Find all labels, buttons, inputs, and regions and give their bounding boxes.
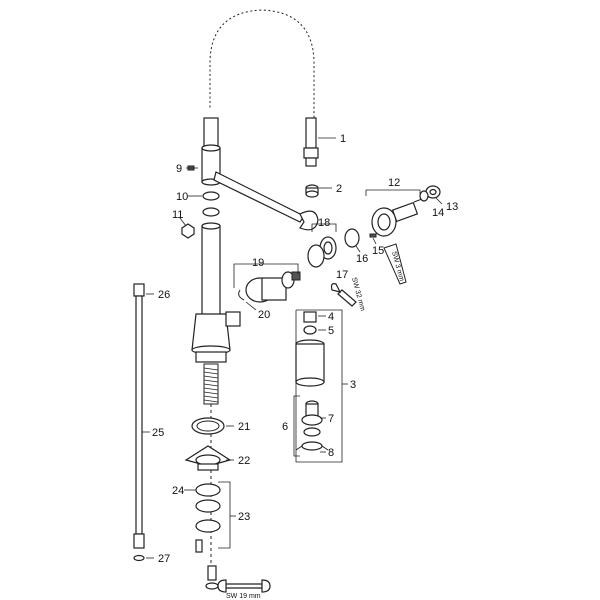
allen-key-sw3 (383, 243, 407, 285)
callout-4: 4 (328, 311, 334, 323)
bracket-19 (233, 263, 299, 288)
callout-12: 12 (388, 177, 400, 189)
ring-14 (419, 190, 429, 202)
callout-20: 20 (258, 309, 270, 321)
callout-8: 8 (328, 447, 334, 459)
stud-left (195, 539, 203, 553)
callout-10: 10 (176, 191, 188, 203)
callout-7: 7 (328, 413, 334, 425)
leader-16 (355, 245, 361, 253)
leader-20 (245, 301, 257, 311)
callout-6: 6 (282, 421, 288, 433)
main-spout-tube (201, 222, 221, 317)
clip-20 (238, 289, 245, 301)
callout-14: 14 (432, 207, 444, 219)
callout-9: 9 (176, 163, 182, 175)
bracket-23 (218, 481, 231, 549)
tool-label-sw19: SW 19 mm (226, 593, 261, 600)
callout-5: 5 (328, 325, 334, 337)
leader-15 (372, 237, 377, 245)
spray-head (295, 339, 325, 387)
nut-bottom (205, 582, 219, 590)
ring-16 (344, 228, 360, 248)
washers-23 (195, 483, 221, 533)
threaded-shank (203, 363, 219, 580)
supply-hose-25 (133, 283, 145, 549)
callout-18: 18 (318, 217, 330, 229)
callout-11: 11 (172, 209, 183, 221)
plate-22 (184, 445, 232, 471)
cartridge-19 (245, 271, 301, 303)
leader-11 (179, 217, 187, 227)
callout-1: 1 (340, 133, 346, 145)
callout-21: 21 (238, 421, 250, 433)
callout-13: 13 (446, 201, 458, 213)
tool-label-sw32: SW 32 mm (350, 277, 366, 312)
seal-27 (133, 554, 145, 562)
callout-23: 23 (238, 511, 250, 523)
callout-22: 22 (238, 455, 250, 467)
callout-16: 16 (356, 253, 368, 265)
bracket-12 (365, 189, 421, 196)
callout-17: 17 (336, 269, 348, 281)
part-8 (295, 427, 329, 451)
pin-15 (369, 233, 377, 238)
bracket-6 (293, 395, 300, 457)
gasket-21-inner (196, 420, 220, 432)
callout-15: 15 (372, 245, 384, 257)
callout-3: 3 (350, 379, 356, 391)
callout-27: 27 (158, 553, 170, 565)
valve-body (191, 311, 241, 363)
wrench-sw19 (217, 579, 271, 593)
callout-26: 26 (158, 289, 170, 301)
bracket-18 (311, 223, 337, 232)
part-7 (301, 400, 323, 426)
rings-18 (307, 236, 337, 268)
handle-assembly-12 (371, 195, 431, 237)
bracket-3 (295, 309, 343, 463)
callout-19: 19 (252, 257, 264, 269)
side-arm (213, 171, 319, 231)
part-4 (303, 311, 317, 323)
hose-end-part (303, 117, 319, 167)
part-5 (303, 325, 317, 335)
spring-coil (205, 4, 319, 120)
callout-24: 24 (172, 485, 184, 497)
cap-13 (425, 185, 441, 199)
stud-bottom (207, 565, 217, 581)
o-ring-10 (202, 191, 220, 217)
leader-13 (435, 197, 443, 205)
callout-2: 2 (336, 183, 342, 195)
wrench-sw32 (330, 283, 357, 307)
nut-part (305, 184, 319, 198)
callout-25: 25 (152, 427, 164, 439)
nut-11 (181, 223, 195, 239)
